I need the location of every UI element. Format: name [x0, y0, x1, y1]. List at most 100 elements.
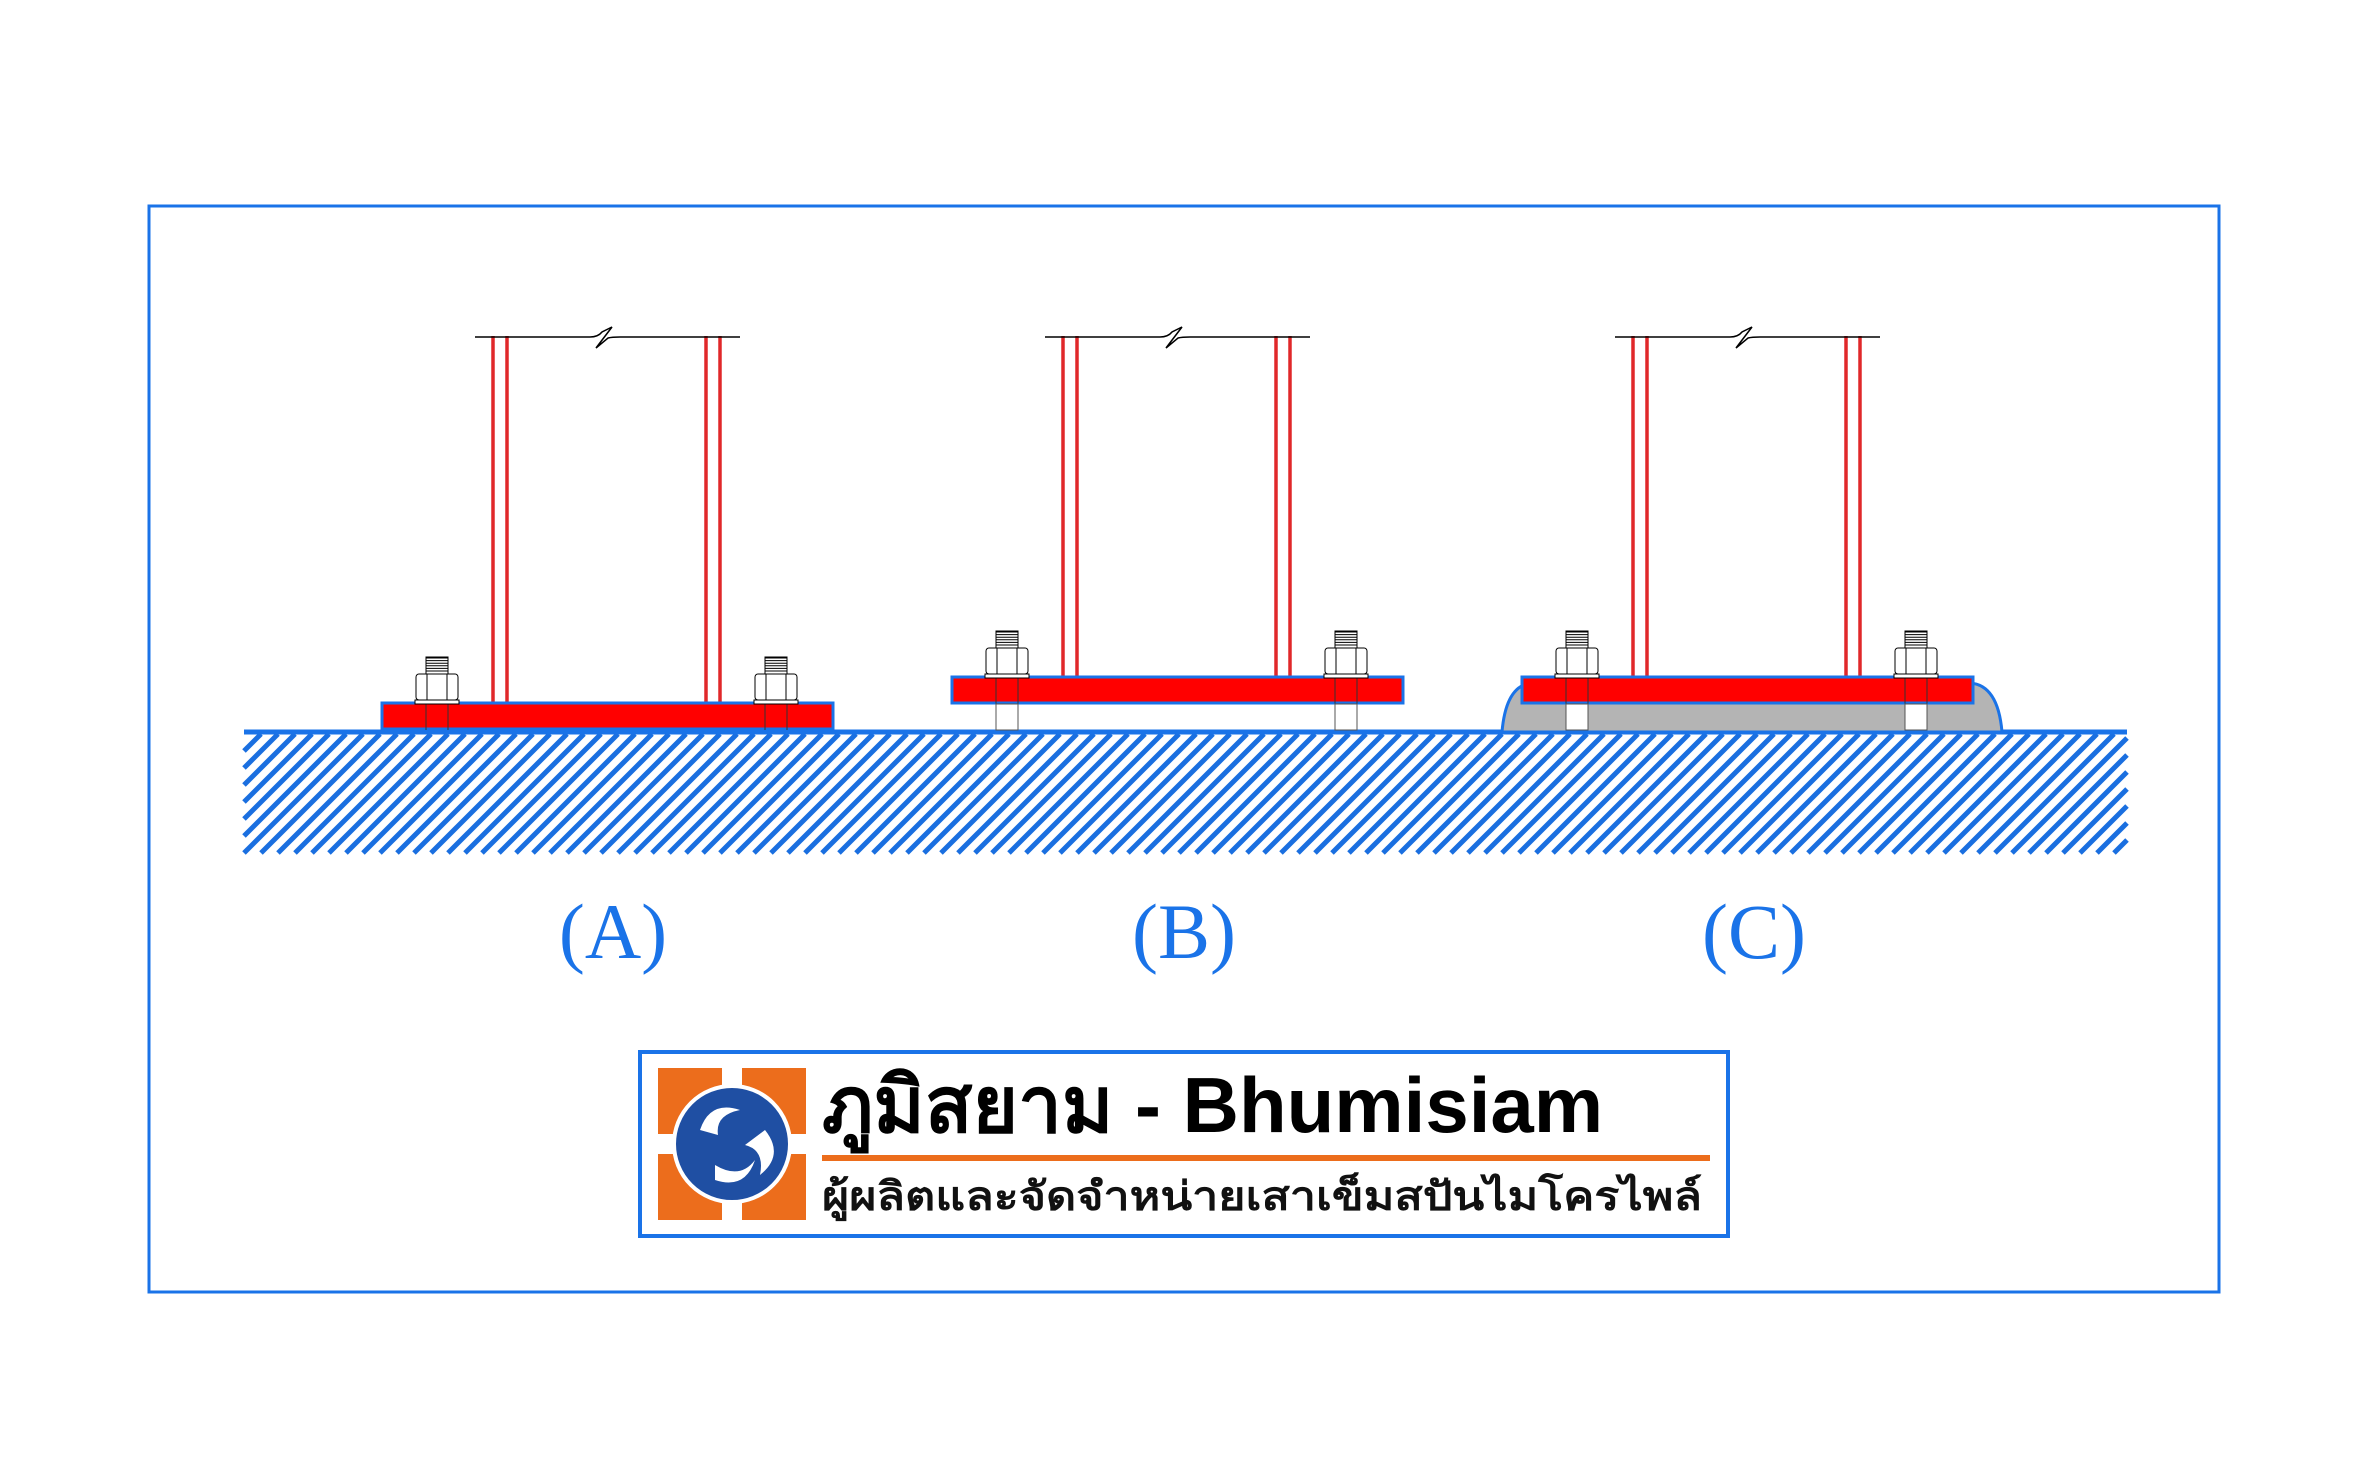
washer: [1554, 673, 1600, 679]
hatch-line: [514, 732, 637, 855]
hatch-line: [1109, 732, 1232, 855]
hatch-line: [718, 732, 841, 855]
hatch-line: [565, 732, 688, 855]
anchor-bolt: [753, 656, 799, 730]
logo-banner: ภูมิสยาม - Bhumisiam ผู้ผลิตและจัดจำหน่า…: [638, 1050, 1730, 1238]
hatch-line: [1534, 732, 1657, 855]
hatch-line: [650, 732, 773, 855]
hatch-line: [276, 732, 399, 855]
hatch-line: [752, 732, 875, 855]
hatch-line: [1806, 732, 1929, 855]
hatch-line: [1738, 732, 1861, 855]
hatch-line: [1245, 732, 1368, 855]
detail-a: [380, 326, 835, 731]
anchor-bolt: [1893, 630, 1939, 731]
hatch-line: [2044, 770, 2129, 855]
base-plate-details: [380, 326, 2004, 734]
hatch-line: [1075, 732, 1198, 855]
logo-title: ภูมิสยาม - Bhumisiam: [822, 1061, 1603, 1154]
hatch-line: [344, 732, 467, 855]
hatch-line: [1313, 732, 1436, 855]
label-b: (B): [1132, 888, 1236, 975]
hatch-line: [1143, 732, 1266, 855]
hatch-line: [582, 732, 705, 855]
hatch-line: [531, 732, 654, 855]
hatch-line: [1517, 732, 1640, 855]
hatch-line: [1823, 732, 1946, 855]
hatch-line: [2095, 821, 2129, 855]
hatch-line: [327, 732, 450, 855]
hatch-line: [990, 732, 1113, 855]
hatch-line: [1058, 732, 1181, 855]
base-plate: [1520, 675, 1975, 705]
break-line: [475, 326, 740, 349]
hatch-line: [480, 732, 603, 855]
hatch-line: [293, 732, 416, 855]
hatch-line: [242, 732, 331, 821]
hatch-line: [1228, 732, 1351, 855]
hatch-line: [1398, 732, 1521, 855]
hatch-line: [242, 732, 280, 770]
hatch-line: [1007, 732, 1130, 855]
bolt-thread-outline: [1565, 630, 1589, 649]
hatch-line: [1772, 732, 1895, 855]
bolt-shank-exposed: [1565, 703, 1589, 731]
detail-c: [1500, 326, 2004, 734]
bolt-thread-outline: [764, 656, 788, 675]
anchor-bolt: [1554, 630, 1600, 731]
hatch-line: [1942, 732, 2065, 855]
hatch-line: [361, 732, 484, 855]
hatch-line: [922, 732, 1045, 855]
hatch-line: [769, 732, 892, 855]
washer: [984, 673, 1030, 679]
hatch-line: [1381, 732, 1504, 855]
hatch-line: [1602, 732, 1725, 855]
hatch-line: [1347, 732, 1470, 855]
base-plate: [950, 675, 1405, 705]
anchor-bolt: [414, 656, 460, 730]
base-plate: [380, 701, 835, 731]
hatch-line: [310, 732, 433, 855]
hatch-line: [1721, 732, 1844, 855]
hatch-line: [497, 732, 620, 855]
hatch-line: [1619, 732, 1742, 855]
logo-frame: [638, 1050, 1730, 1238]
hatch-line: [1874, 732, 1997, 855]
hatch-line: [1687, 732, 1810, 855]
hatch-line: [429, 732, 552, 855]
hatch-line: [446, 732, 569, 855]
nut: [415, 673, 459, 701]
label-a: (A): [559, 888, 667, 975]
hatch-line: [1466, 732, 1589, 855]
hatch-line: [1755, 732, 1878, 855]
hatch-line: [1636, 732, 1759, 855]
hatch-line: [242, 732, 263, 753]
hatch-line: [1568, 732, 1691, 855]
outer-frame: [147, 204, 2221, 1294]
hatch-line: [616, 732, 739, 855]
hatch-line: [1789, 732, 1912, 855]
hatch-line: [837, 732, 960, 855]
hatch-line: [820, 732, 943, 855]
anchor-bolt: [1323, 630, 1369, 731]
bolt-shank-exposed: [1334, 703, 1358, 731]
hatch-line: [1925, 732, 2048, 855]
hatch-line: [1432, 732, 1555, 855]
ground-hatching: [242, 732, 2129, 855]
hatch-line: [1857, 732, 1980, 855]
anchor-bolt: [984, 630, 1030, 731]
hatch-line: [905, 732, 1028, 855]
break-line: [1045, 326, 1310, 349]
hatch-line: [1211, 732, 1334, 855]
hatch-line: [854, 732, 977, 855]
hatch-line: [1670, 732, 1793, 855]
hatch-line: [1908, 732, 2031, 855]
hatch-line: [1177, 732, 1300, 855]
hatch-line: [2112, 838, 2129, 855]
hatch-line: [1551, 732, 1674, 855]
hatch-line: [242, 732, 314, 804]
bolt-shank-exposed: [995, 703, 1019, 731]
hatch-line: [1041, 732, 1164, 855]
detail-b: [950, 326, 1405, 731]
